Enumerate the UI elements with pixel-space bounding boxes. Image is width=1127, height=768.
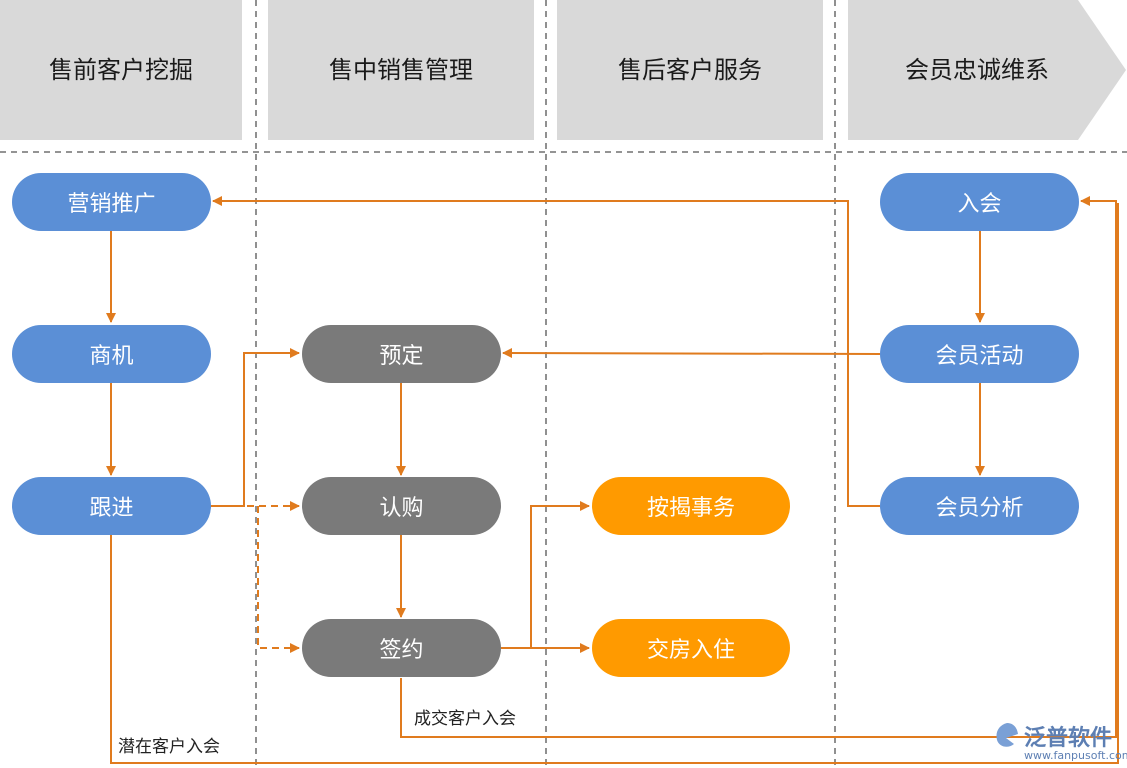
node-subscription: 认购	[302, 477, 501, 535]
column-header-membership: 会员忠诚维系	[848, 0, 1126, 140]
node-reservation: 预定	[302, 325, 501, 383]
arrow-header-shape	[848, 0, 1126, 140]
node-contract: 签约	[302, 619, 501, 677]
brand-logo: 泛普软件 www.fanpusoft.com	[992, 718, 1127, 766]
arrow-followup-to-reservation	[211, 348, 300, 507]
label-potential-customer-join: 潜在客户入会	[118, 737, 220, 757]
arrow-analysis-to-marketing	[212, 196, 880, 507]
logo-name: 泛普软件	[1024, 726, 1113, 751]
arrow-followup-to-contract	[257, 506, 300, 653]
line-potential-customer-join	[110, 203, 1119, 764]
arrow-activity-to-reservation	[502, 348, 881, 359]
column-header-sales: 售中销售管理	[268, 0, 534, 140]
column-header-label: 售前客户挖掘	[49, 56, 193, 84]
column-header-label: 会员忠诚维系	[905, 56, 1049, 84]
node-follow-up: 跟进	[12, 477, 211, 535]
column-header-presales: 售前客户挖掘	[0, 0, 242, 140]
node-join: 入会	[880, 173, 1079, 231]
node-member-analysis: 会员分析	[880, 477, 1079, 535]
node-mortgage: 按揭事务	[592, 477, 790, 535]
column-header-label: 售中销售管理	[329, 56, 473, 84]
column-header-aftersales: 售后客户服务	[557, 0, 823, 140]
node-marketing: 营销推广	[12, 173, 211, 231]
label-deal-customer-join: 成交客户入会	[414, 709, 516, 729]
arrow-contract-to-mortgage	[501, 501, 590, 649]
logo-url: www.fanpusoft.com	[1024, 749, 1127, 762]
logo-icon	[996, 723, 1018, 747]
node-opportunity: 商机	[12, 325, 211, 383]
node-handover: 交房入住	[592, 619, 790, 677]
arrow-deal-customer-join	[400, 196, 1117, 738]
column-header-label: 售后客户服务	[618, 56, 762, 84]
node-member-activity: 会员活动	[880, 325, 1079, 383]
